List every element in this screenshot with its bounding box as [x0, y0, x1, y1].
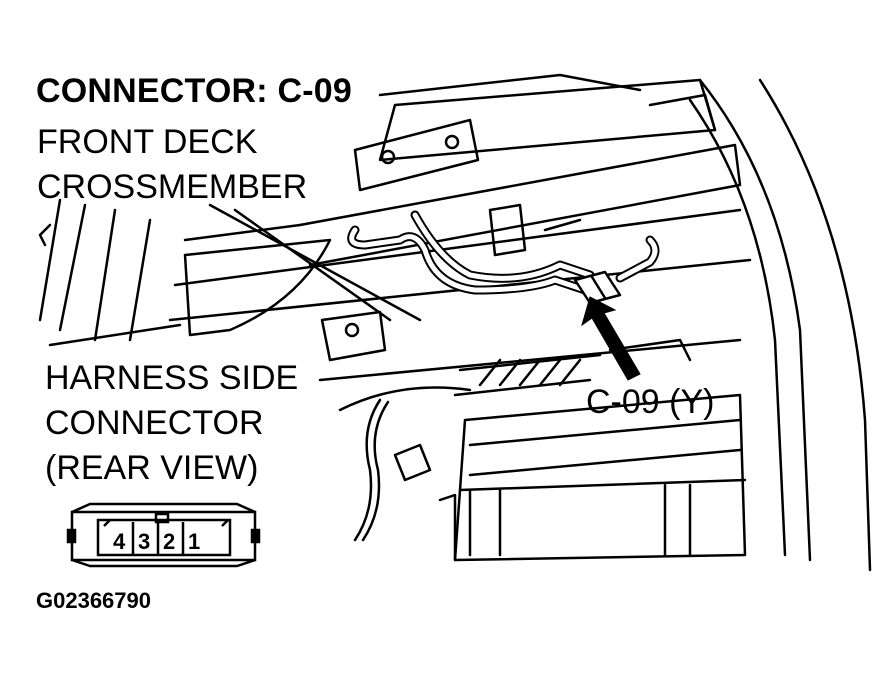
leader-harness: [233, 208, 392, 322]
connector-pin-1: 1: [188, 529, 200, 554]
location-label-line2: CROSSMEMBER: [37, 168, 308, 206]
front-deck-crossmember: [298, 143, 742, 267]
bracket-hole-left: [380, 149, 396, 165]
cowl-panel-top: [378, 78, 717, 162]
view-label-line1: HARNESS SIDE: [45, 359, 299, 397]
connector-pin-4: 4: [113, 529, 126, 554]
a-pillar-inner: [688, 98, 787, 557]
cowl-panel-upper: [378, 73, 642, 97]
view-label-line2: CONNECTOR: [45, 404, 264, 442]
pin-divider: [131, 522, 185, 555]
mounting-bracket: [320, 310, 387, 362]
bracket-hole-right: [444, 134, 460, 150]
lower-module: [453, 393, 747, 562]
crossmember-bracket: [353, 118, 480, 192]
connector-callout: C-09 (Y): [586, 383, 715, 421]
lower-connector: [393, 443, 432, 482]
view-label-line3: (REAR VIEW): [45, 449, 259, 487]
connector-face-diagram: [66, 502, 261, 568]
connector-pin-2: 2: [163, 529, 175, 554]
lower-harness: [353, 398, 382, 542]
body-edge-right: [758, 78, 872, 572]
location-label-line1: FRONT DECK: [37, 123, 258, 161]
lower-panel: [183, 238, 332, 337]
leader-front-deck: [208, 203, 422, 322]
connector-title: CONNECTOR: C-09: [36, 72, 352, 110]
pointer-arrow: [581, 296, 641, 381]
a-pillar-outline: [698, 78, 812, 562]
connector-pin-3: 3: [138, 529, 150, 554]
figure-id: G02366790: [36, 588, 151, 613]
